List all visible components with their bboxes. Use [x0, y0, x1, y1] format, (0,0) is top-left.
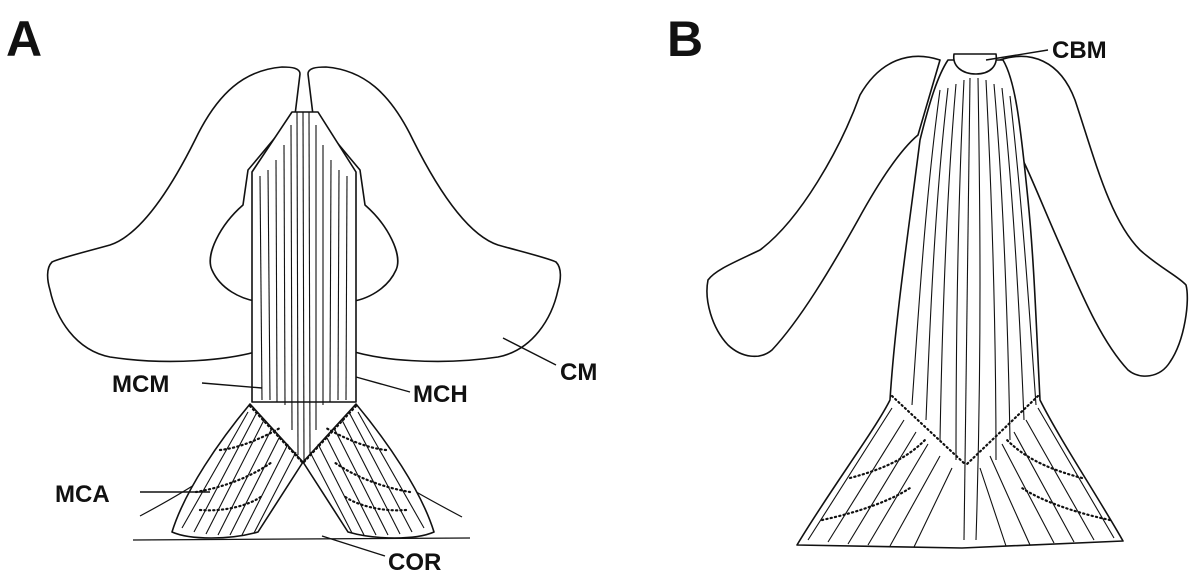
label-mch: MCH [413, 381, 468, 408]
cor-line [133, 538, 470, 540]
panel-b: B [667, 11, 1187, 548]
label-cbm: CBM [1052, 37, 1107, 64]
label-cm: CM [560, 359, 597, 386]
label-cor: COR [388, 549, 441, 576]
label-mca: MCA [55, 481, 110, 508]
panel-letter-b: B [667, 11, 703, 67]
panel-a: A [6, 11, 597, 576]
mch-leader [356, 377, 410, 392]
panel-letter-a: A [6, 11, 42, 67]
label-mcm: MCM [112, 371, 169, 398]
